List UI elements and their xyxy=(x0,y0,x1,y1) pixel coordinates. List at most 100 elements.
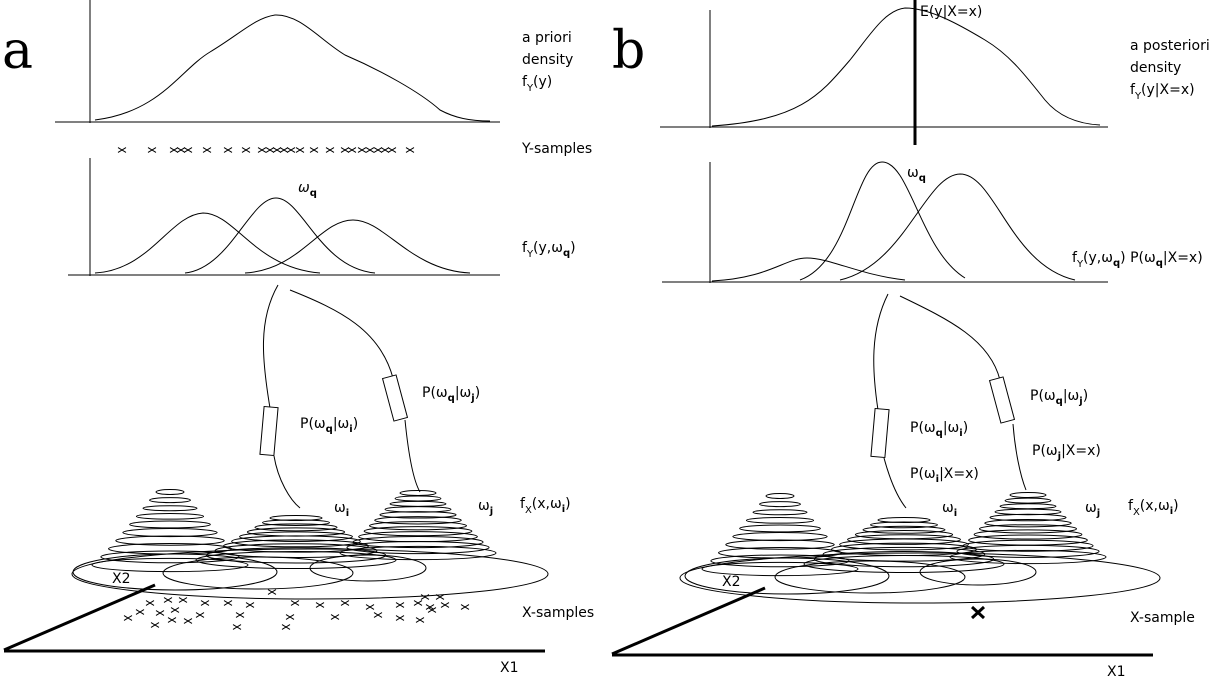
link-i-label-b: P(ωq|ωi) xyxy=(910,420,968,439)
x-func-label-b: fX(x,ωi) xyxy=(1128,498,1179,518)
sample-cross xyxy=(295,147,305,153)
sample-cross xyxy=(178,597,188,603)
sample-cross xyxy=(117,147,127,153)
sample-cross xyxy=(309,147,319,153)
sample-cross xyxy=(202,147,212,153)
link-i-resistor xyxy=(259,405,279,457)
sample-cross xyxy=(315,602,325,608)
x-samples xyxy=(123,589,470,630)
y-samples xyxy=(117,147,415,153)
cluster-stacks-b xyxy=(679,492,1161,604)
x1-label-a: X1 xyxy=(500,660,519,676)
sample-cross xyxy=(241,147,251,153)
link-j-label-a: P(ωq|ωj) xyxy=(422,385,480,404)
x-func-label-a: fX(x,ωi) xyxy=(520,496,571,516)
omega-j-label-a: ωj xyxy=(478,498,493,517)
link-i-wire-b xyxy=(873,293,907,509)
sample-cross xyxy=(267,589,277,595)
sample-cross xyxy=(281,624,291,630)
panel-a: a a priori density fY(y) Y-samples ωq fY… xyxy=(2,0,594,676)
post-label-line2: density xyxy=(1130,60,1181,76)
sample-cross xyxy=(257,147,267,153)
prior-label-line2: density xyxy=(522,52,573,68)
posterior-density-plot xyxy=(660,0,1108,145)
y-samples-label: Y-samples xyxy=(521,141,592,157)
sample-cross xyxy=(135,609,145,615)
link-j-wire-b xyxy=(899,295,1027,491)
link-i2-label-b: P(ωi|X=x) xyxy=(910,466,979,485)
post-func-label: fY(y|X=x) xyxy=(1130,82,1195,102)
prior-density-plot xyxy=(55,0,500,123)
sample-cross xyxy=(272,147,282,153)
component-peak-label-a: ωq xyxy=(298,180,317,199)
sample-cross xyxy=(380,147,390,153)
link-j-resistor-b xyxy=(988,376,1016,424)
sample-cross xyxy=(183,147,193,153)
x1-label-b: X1 xyxy=(1107,664,1126,679)
sample-cross xyxy=(163,597,173,603)
sample-cross xyxy=(155,610,165,616)
sample-cross xyxy=(460,604,470,610)
link-i-wire xyxy=(263,284,301,509)
link-i-label-a: P(ωq|ωi) xyxy=(300,416,358,435)
component-b-mid-curve xyxy=(799,161,966,281)
prior-density-curve xyxy=(94,14,491,122)
sample-cross xyxy=(235,612,245,618)
component-mid-curve xyxy=(184,197,376,274)
x2-axis-a xyxy=(3,583,156,652)
prior-label-line1: a priori xyxy=(522,30,572,46)
link-j-label-b: P(ωq|ωj) xyxy=(1030,388,1088,407)
cluster-stacks-a xyxy=(71,489,549,600)
panel-a-letter: a xyxy=(2,21,33,81)
x2-label-a: X2 xyxy=(112,571,131,587)
sample-cross xyxy=(290,600,300,606)
sample-cross xyxy=(145,600,155,606)
link-j-resistor xyxy=(381,374,409,422)
sample-cross xyxy=(425,604,435,610)
sample-cross xyxy=(279,147,289,153)
sample-cross xyxy=(223,147,233,153)
x2-axis-b xyxy=(611,586,766,656)
panel-b: b E(y|X=x) a posteriori density fY(y|X=x… xyxy=(611,0,1210,679)
components-func-label-a: fY(y,ωq) xyxy=(522,240,576,260)
component-b-left-curve xyxy=(711,257,906,282)
prior-func-label: fY(y) xyxy=(522,74,552,94)
sample-cross xyxy=(245,602,255,608)
sample-cross xyxy=(170,607,180,613)
sample-cross xyxy=(325,147,335,153)
sample-cross xyxy=(395,615,405,621)
sample-cross xyxy=(195,612,205,618)
x2-label-b: X2 xyxy=(722,574,741,590)
expectation-label: E(y|X=x) xyxy=(920,4,982,20)
sample-cross xyxy=(147,147,157,153)
sample-cross xyxy=(183,618,193,624)
panel-b-letter: b xyxy=(612,21,645,81)
sample-cross xyxy=(373,147,383,153)
sample-cross xyxy=(169,147,179,153)
component-right-curve xyxy=(244,219,471,274)
sample-cross xyxy=(435,594,445,600)
sample-cross xyxy=(150,622,160,628)
sample-cross xyxy=(357,147,367,153)
posterior-density-curve xyxy=(711,7,1101,127)
component-left-curve xyxy=(94,212,321,274)
sample-cross xyxy=(395,602,405,608)
sample-cross xyxy=(405,147,415,153)
sample-cross xyxy=(373,612,383,618)
components-func-label-b: fY(y,ωq) P(ωq|X=x) xyxy=(1072,250,1203,270)
link-j-wire xyxy=(289,289,421,493)
sample-cross xyxy=(387,147,397,153)
sample-cross xyxy=(413,600,423,606)
omega-j-label-b: ωj xyxy=(1085,500,1100,519)
components-plot-b xyxy=(662,161,1108,283)
sample-cross xyxy=(330,614,340,620)
sample-cross xyxy=(232,624,242,630)
components-plot-a xyxy=(68,158,500,276)
sample-cross xyxy=(285,614,295,620)
x-samples-label: X-samples xyxy=(522,605,594,621)
omega-i-label-a: ωi xyxy=(334,500,349,519)
sample-cross xyxy=(340,600,350,606)
x-sample-label: X-sample xyxy=(1130,610,1195,626)
component-peak-label-b: ωq xyxy=(907,165,926,184)
